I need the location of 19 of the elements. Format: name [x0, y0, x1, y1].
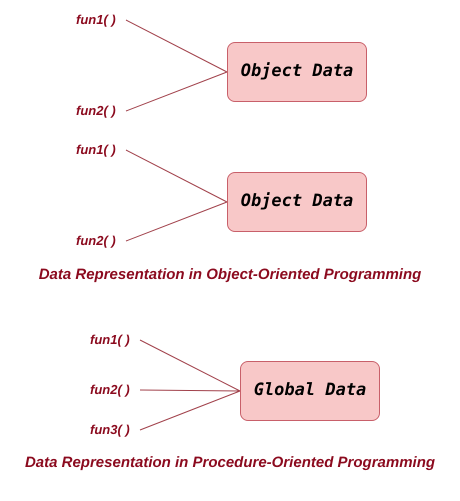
connector-line: [126, 202, 228, 242]
diagram-caption: Data Representation in Object-Oriented Programming: [38, 265, 422, 285]
connector-line: [126, 20, 228, 72]
data-box: Global Data: [240, 361, 380, 421]
function-label: fun2( ): [76, 232, 126, 250]
connector-line: [126, 150, 228, 202]
function-label: fun2( ): [76, 102, 126, 120]
connector-line: [140, 390, 240, 430]
connector-line: [140, 340, 240, 392]
function-label: fun1( ): [90, 331, 140, 349]
diagram-caption: Data Representation in Procedure-Oriented Programming: [24, 453, 436, 473]
data-box: Object Data: [227, 42, 367, 102]
connector-line: [126, 72, 228, 112]
function-label: fun1( ): [76, 11, 126, 29]
function-label: fun2( ): [90, 381, 140, 399]
function-label: fun1( ): [76, 141, 126, 159]
connector-line: [140, 390, 240, 392]
data-box: Object Data: [227, 172, 367, 232]
function-label: fun3( ): [90, 421, 140, 439]
